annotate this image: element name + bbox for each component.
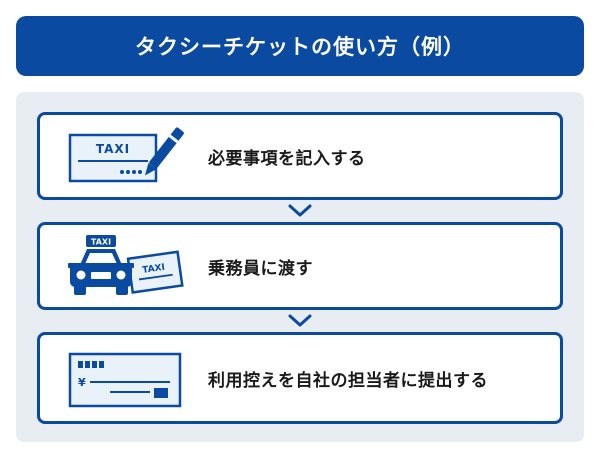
step-2-label: 乗務員に渡す [208,258,313,279]
ticket-text: TAXI [96,142,130,156]
step-3-label: 利用控えを自社の担当者に提出する [208,370,488,391]
ticket-pen-icon: TAXI [68,127,184,183]
taxi-car-icon: TAXI [68,235,134,295]
ticket-icon: TAXI [126,250,184,294]
chevron-down-icon [288,204,312,217]
step-1-card: TAXI 必要事項を記入する [37,112,563,200]
chevron-down-icon [288,314,312,327]
currency-symbol: ¥ [78,376,86,389]
pen-icon [144,127,184,176]
step-2-card: TAXI TAXI 乗務員に渡す [37,222,563,310]
page-title: タクシーチケットの使い方（例） [135,35,465,59]
taxi-roof-sign: TAXI [91,238,111,247]
step-1-label: 必要事項を記入する [208,148,366,169]
expense-form-icon: ¥ [68,352,182,408]
step-3-card: ¥ 利用控えを自社の担当者に提出する [37,332,563,424]
title-banner: タクシーチケットの使い方（例） [16,16,584,76]
taxi-ticket-icon: TAXI TAXI [68,235,184,295]
ticket-text: TAXI [142,263,166,276]
